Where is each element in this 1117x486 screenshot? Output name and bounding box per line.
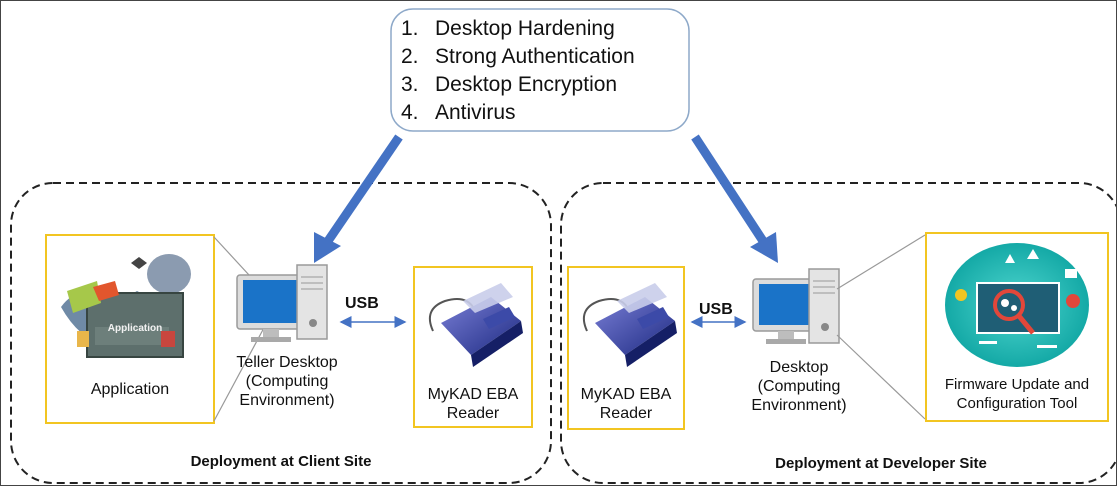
developer-desktop-label-line: (Computing (757, 378, 841, 395)
usb-label-developer: USB (699, 301, 733, 318)
requirement-text: Desktop Encryption (435, 73, 618, 96)
teller-desktop-label-line: Teller Desktop (236, 354, 338, 371)
developer-card-reader-image (583, 283, 677, 367)
client-site-title: Deployment at Client Site (190, 453, 372, 470)
requirement-item: 2. Strong Authentication (401, 43, 635, 71)
requirement-text: Strong Authentication (435, 45, 635, 68)
arrow-to-developer-desktop (691, 134, 778, 263)
teller-desktop-label-line: Environment) (239, 392, 335, 409)
developer-desktop-label: Desktop (Computing Environment) (729, 358, 869, 415)
client-reader-label-line: Reader (446, 405, 500, 422)
teller-desktop-computer (236, 264, 328, 342)
teller-desktop-label-line: (Computing (245, 373, 329, 390)
requirement-text: Desktop Hardening (435, 17, 615, 40)
requirements-list: 1. Desktop Hardening 2. Strong Authenticat… (401, 15, 635, 127)
requirement-number: 1. (401, 17, 419, 40)
tool-frame (925, 232, 1109, 422)
client-reader-frame (413, 266, 533, 428)
firmware-tool-label-line: Firmware Update and (944, 376, 1090, 393)
requirement-number: 4. (401, 101, 419, 124)
teller-desktop-label: Teller Desktop (Computing Environment) (217, 353, 357, 410)
requirement-item: 4. Antivirus (401, 99, 635, 127)
requirement-number: 3. (401, 73, 419, 96)
application-illustration (61, 254, 191, 358)
client-reader-label: MyKAD EBA Reader (414, 385, 532, 423)
application-screen-text: Application (107, 323, 163, 334)
developer-site-region (560, 182, 1116, 484)
application-frame (45, 234, 215, 424)
requirement-item: 1. Desktop Hardening (401, 15, 635, 43)
developer-reader-label-line: Reader (599, 405, 653, 422)
developer-site-title: Deployment at Developer Site (775, 455, 987, 472)
requirement-item: 3. Desktop Encryption (401, 71, 635, 99)
client-reader-label-line: MyKAD EBA (427, 386, 519, 403)
developer-reader-frame (567, 266, 685, 430)
firmware-tool-illustration (945, 243, 1089, 367)
developer-desktop-computer (752, 268, 840, 344)
requirement-number: 2. (401, 45, 419, 68)
firmware-tool-label: Firmware Update and Configuration Tool (926, 375, 1108, 413)
requirements-box (390, 8, 690, 132)
developer-desktop-label-line: Environment) (751, 397, 847, 414)
client-card-reader-image (429, 283, 523, 367)
usb-label-client: USB (345, 295, 379, 312)
client-site-region (10, 182, 552, 484)
requirement-text: Antivirus (435, 101, 516, 124)
developer-reader-label-line: MyKAD EBA (580, 386, 672, 403)
developer-desktop-label-line: Desktop (769, 359, 829, 376)
firmware-tool-label-line: Configuration Tool (956, 395, 1078, 412)
application-label: Application (90, 381, 170, 398)
developer-reader-label: MyKAD EBA Reader (568, 385, 684, 423)
arrow-to-teller-desktop (314, 134, 403, 263)
